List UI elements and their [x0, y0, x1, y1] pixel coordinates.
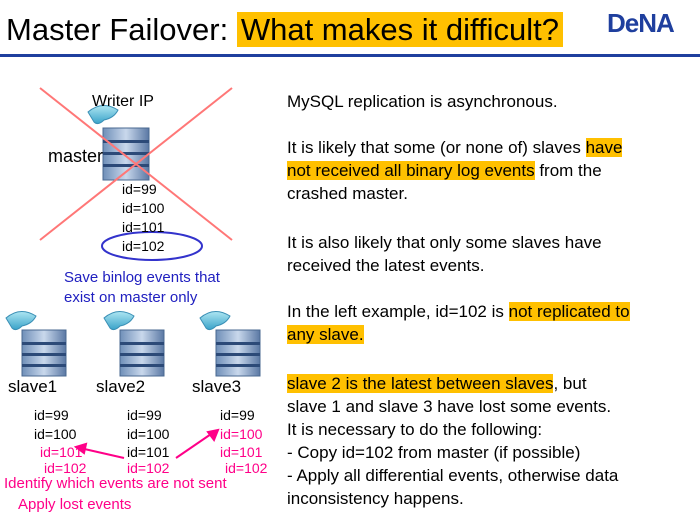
note-line: Save binlog events that: [64, 269, 220, 286]
para-async: MySQL replication is asynchronous.: [287, 92, 558, 111]
slave1-id: id=99: [34, 407, 69, 423]
apply-note: Apply lost events: [18, 496, 132, 513]
slave2-server-icon: [103, 311, 165, 377]
replication-diagram: [5, 87, 261, 459]
failed-cross-icon: [39, 87, 233, 241]
slave3-label: slave3: [192, 377, 242, 396]
master-id: id=100: [122, 200, 165, 216]
slave3-missing-id: id=102: [225, 460, 268, 476]
slave1-missing-id: id=101: [40, 444, 83, 460]
identify-note: Identify which events are not sent: [4, 475, 227, 492]
title-highlight: What makes it difficult?: [236, 12, 564, 47]
slave3-missing-id: id=100: [220, 426, 263, 442]
slave1-id: id=100: [34, 426, 77, 442]
para-slave2-line1: slave 2 is the latest between slaves, bu…: [287, 372, 587, 395]
slave2-id: id=100: [127, 426, 170, 442]
note-line: exist on master only: [64, 289, 198, 306]
slave3-id: id=99: [220, 407, 255, 423]
highlight-span: any slave.: [287, 325, 364, 344]
highlight-span: not received all binary log events: [287, 161, 535, 180]
para-not-received-line1: It is likely that some (or none of) slav…: [287, 136, 623, 159]
para-slave2-line6: inconsistency happens.: [287, 489, 464, 508]
master-id: id=99: [122, 181, 157, 197]
para-not-received-line2: not received all binary log events from …: [287, 159, 602, 182]
save-binlog-note: Save binlog events that exist on master …: [64, 268, 220, 308]
slave3-server-icon: [199, 311, 261, 377]
text-span: from the: [534, 161, 602, 180]
master-server-icon: [87, 105, 150, 181]
slave2-missing-id: id=102: [127, 460, 170, 476]
slave1-label: slave1: [8, 377, 58, 396]
title-divider: [0, 54, 700, 57]
slave1-missing-id: id=102: [44, 460, 87, 476]
para-latest-line1: It is also likely that only some slaves …: [287, 233, 602, 252]
writer-ip-label: Writer IP: [92, 93, 154, 110]
slave2-id: id=101: [127, 444, 170, 460]
highlight-span: slave 2 is the latest between slaves: [287, 374, 554, 393]
slide-title: Master Failover: What makes it difficult…: [6, 10, 564, 50]
para-slave2-line2: slave 1 and slave 3 have lost some event…: [287, 397, 612, 416]
para-not-received-line3: crashed master.: [287, 184, 408, 203]
text-span: , but: [553, 374, 587, 393]
para-slave2-line3: It is necessary to do the following:: [287, 420, 543, 439]
highlight-span: have: [585, 138, 623, 157]
slave3-missing-id: id=101: [220, 444, 263, 460]
master-label: master: [48, 146, 104, 166]
para-slave2-line5: - Apply all differential events, otherwi…: [287, 466, 619, 485]
sync-arrows: [73, 428, 220, 459]
slave2-label: slave2: [96, 377, 146, 396]
slave2-id: id=99: [127, 407, 162, 423]
para-example-line2: any slave.: [287, 323, 364, 346]
para-slave2-line4: - Copy id=102 from master (if possible): [287, 443, 581, 462]
master-id: id=101: [122, 219, 165, 235]
id102-highlight-ellipse: [101, 231, 203, 261]
slave1-server-icon: [5, 311, 67, 377]
highlight-span: not replicated to: [508, 302, 630, 321]
master-id: id=102: [122, 238, 165, 254]
para-example-line1: In the left example, id=102 is not repli…: [287, 300, 630, 323]
title-prefix: Master Failover:: [6, 12, 237, 47]
dena-logo: DeNA: [607, 8, 675, 38]
master-id-list: id=99 id=100 id=101 id=102: [122, 180, 164, 256]
text-span: It is likely that some (or none of) slav…: [287, 138, 586, 157]
para-latest-line2: received the latest events.: [287, 256, 485, 275]
text-span: In the left example, id=102 is: [287, 302, 509, 321]
